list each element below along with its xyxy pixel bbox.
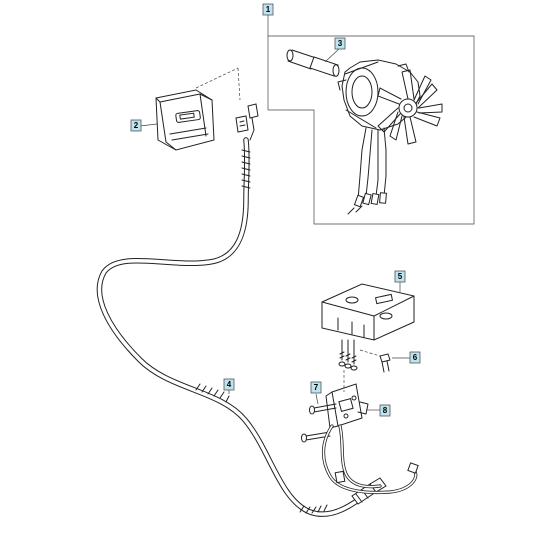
switch-bracket-part bbox=[325, 370, 380, 429]
callout-7-label: 7 bbox=[314, 383, 319, 392]
callout-1[interactable]: 1 bbox=[262, 3, 274, 16]
screws-under-plate bbox=[338, 339, 358, 371]
callout-1-label: 1 bbox=[266, 5, 271, 14]
callout-5[interactable]: 5 bbox=[394, 270, 406, 283]
callout-4[interactable]: 4 bbox=[223, 378, 235, 391]
connector-plugs bbox=[235, 103, 259, 141]
pin-part bbox=[286, 47, 341, 77]
callout-8-label: 8 bbox=[383, 406, 388, 415]
control-box-part bbox=[139, 67, 241, 151]
callout-3-label: 3 bbox=[338, 39, 343, 48]
callout-6[interactable]: 6 bbox=[409, 351, 421, 364]
callout-8[interactable]: 8 bbox=[379, 404, 391, 417]
screws-7-part bbox=[301, 393, 337, 443]
callout-6-label: 6 bbox=[413, 353, 418, 362]
callout-5-label: 5 bbox=[398, 272, 403, 281]
motor-fan-assembly-frame bbox=[267, 35, 475, 225]
callout-2-label: 2 bbox=[134, 121, 139, 130]
callout-7[interactable]: 7 bbox=[310, 381, 322, 394]
motor-fan-part bbox=[337, 59, 443, 215]
cover-plate-part bbox=[321, 282, 415, 341]
callout-3[interactable]: 3 bbox=[334, 37, 346, 50]
callout-4-label: 4 bbox=[227, 380, 232, 389]
thin-wiring bbox=[321, 424, 419, 495]
callout-2[interactable]: 2 bbox=[130, 119, 142, 132]
screw-6-part bbox=[359, 349, 410, 373]
